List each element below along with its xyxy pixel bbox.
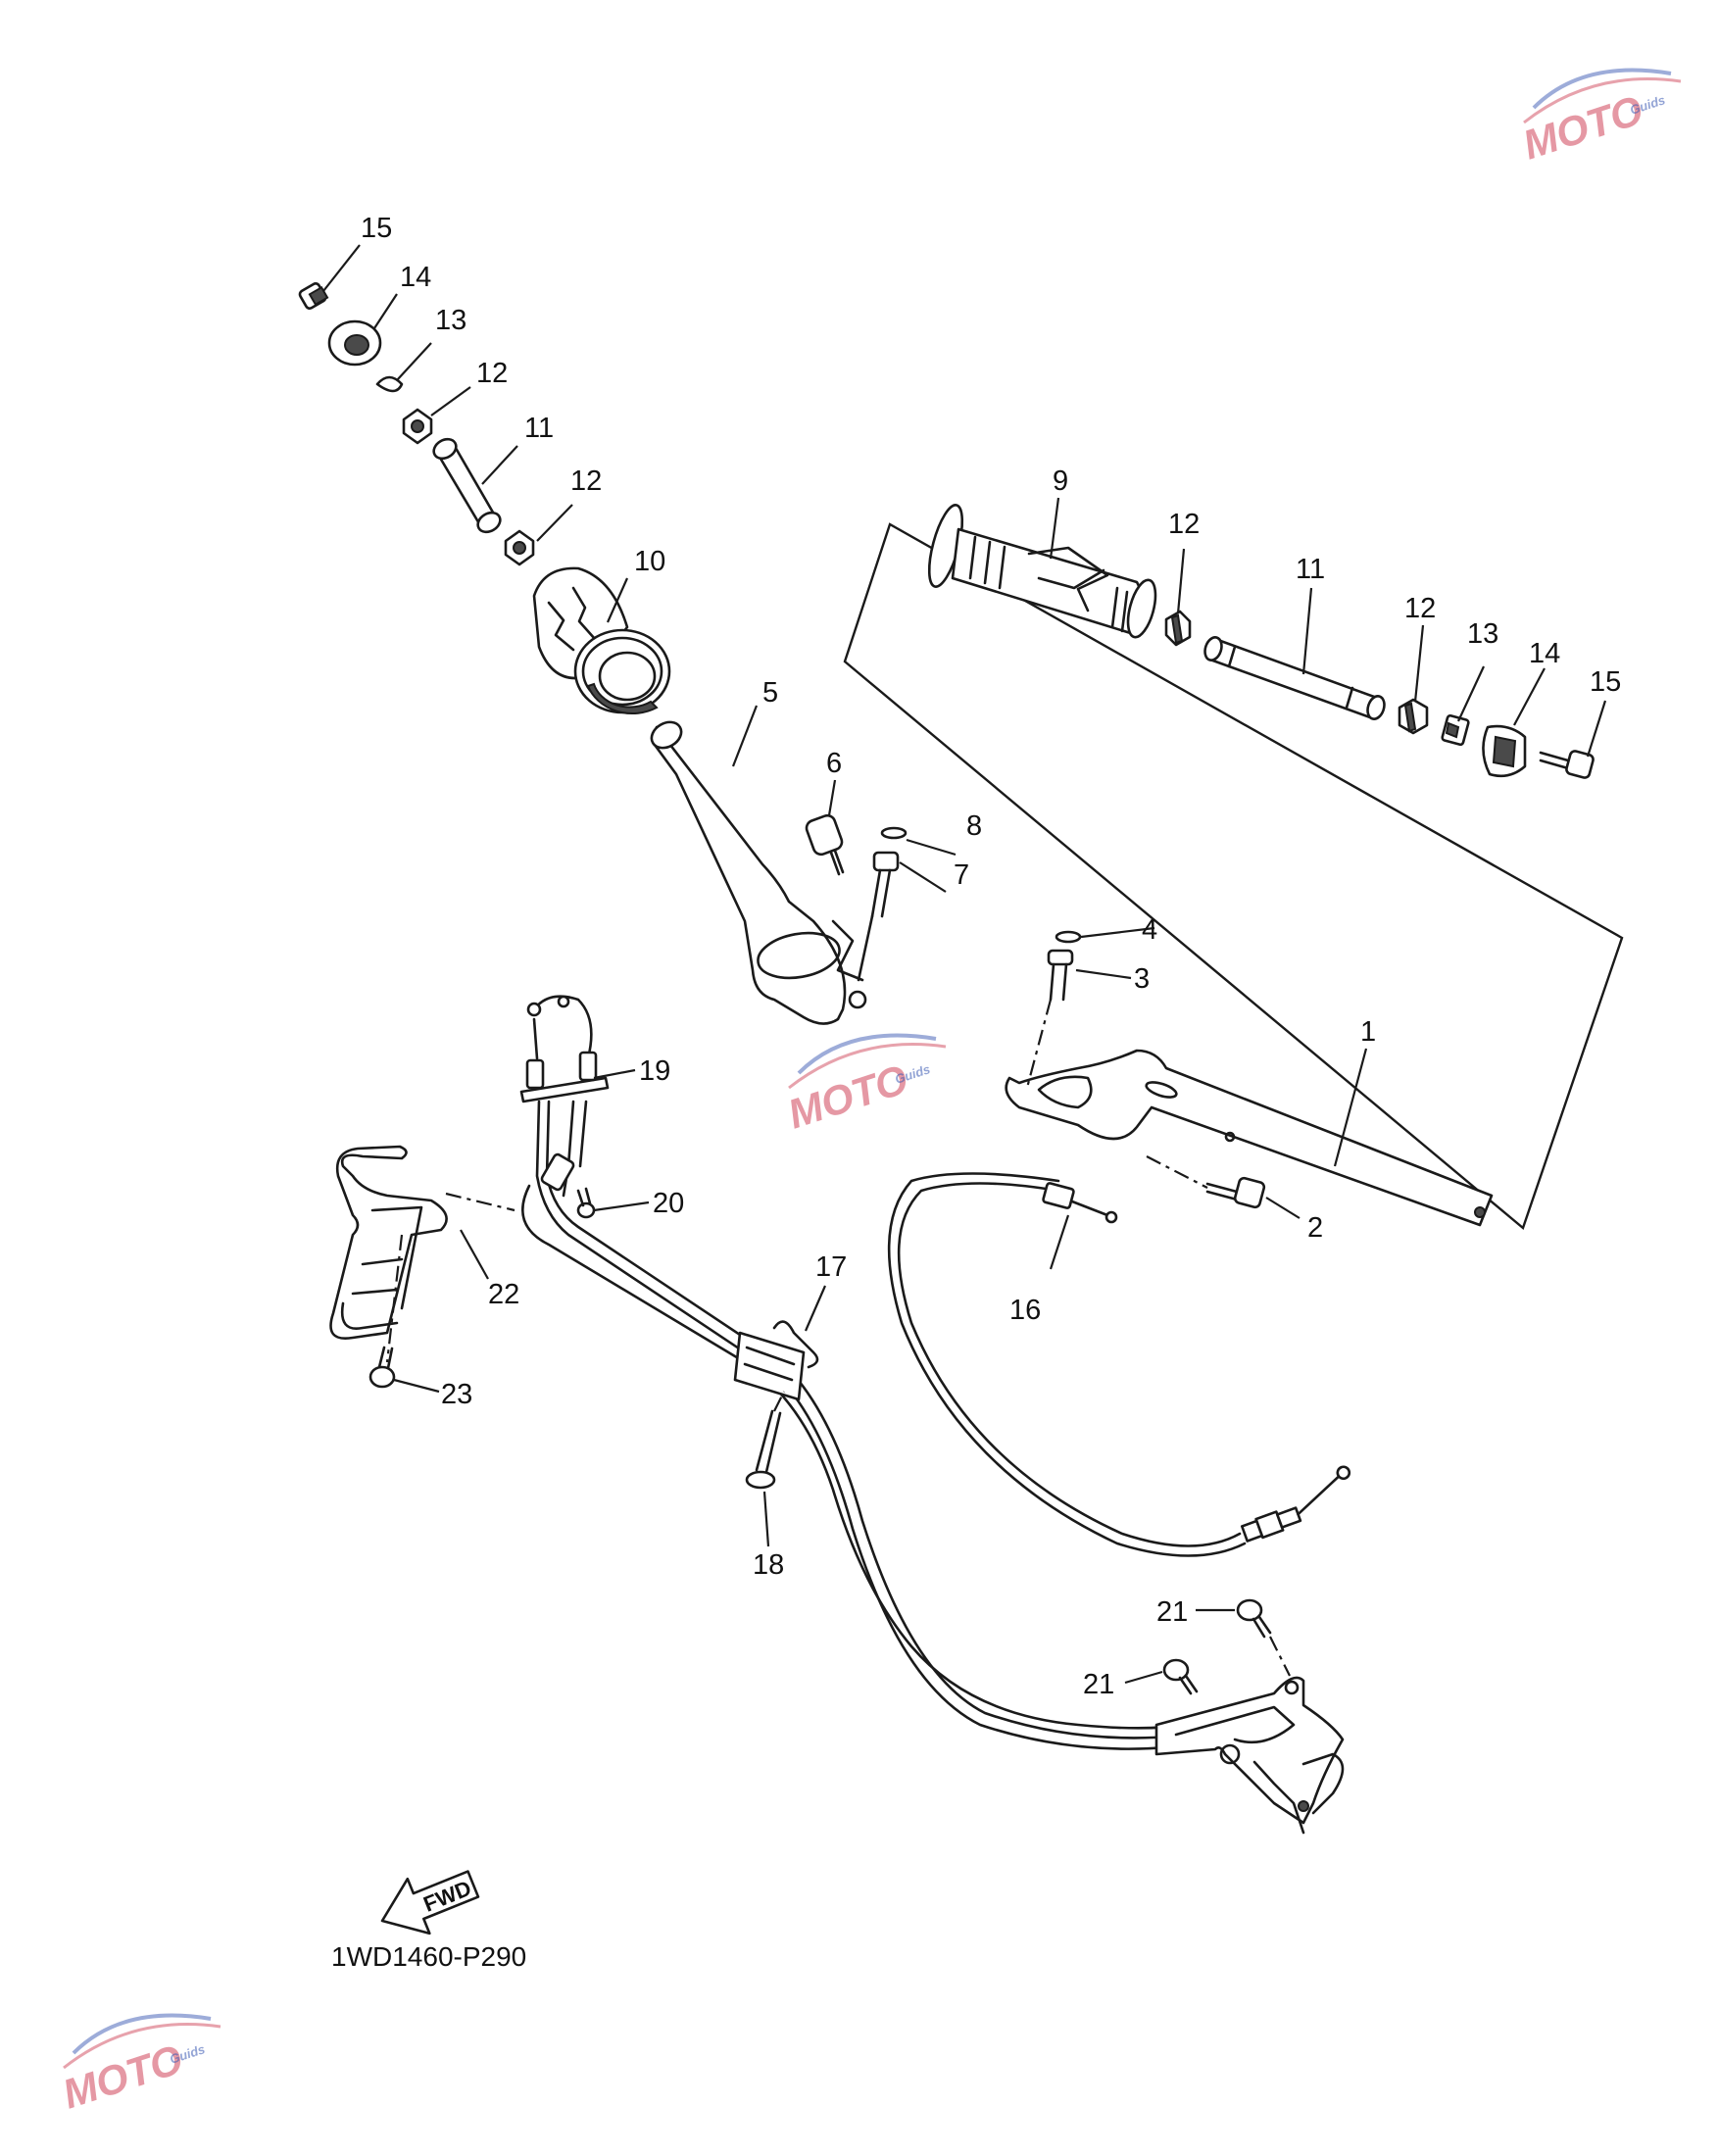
callout-21: 21: [1156, 1596, 1188, 1628]
callout-19: 19: [639, 1055, 670, 1087]
callout-10: 10: [634, 546, 665, 577]
bolt-7: [857, 851, 900, 982]
bolt-2: [1205, 1176, 1266, 1209]
callout-23: 23: [441, 1379, 472, 1410]
drawing-code: 1WD1460-P290: [331, 1941, 526, 1972]
callout-22: 22: [488, 1279, 519, 1310]
callout-15: 15: [1590, 666, 1621, 698]
bolt-3: [1047, 949, 1074, 1002]
callout-13: 13: [1467, 618, 1498, 650]
callout-14: 14: [1529, 638, 1560, 669]
bolt-15-right: [1539, 750, 1595, 779]
handlebar-5-left: [650, 720, 867, 1025]
callout-11: 11: [1296, 554, 1325, 585]
bolts-21: [1162, 1598, 1291, 1695]
cable-guide-17: [733, 1320, 819, 1401]
cable-assembly-19: [519, 995, 1227, 1750]
shaft-11-left: [432, 437, 502, 534]
shaft-11-right: [1203, 636, 1386, 720]
callout-3: 3: [1134, 963, 1150, 995]
clip-13-right: [1441, 713, 1470, 747]
inset-frame: [843, 522, 1624, 1231]
callout-4: 4: [1142, 914, 1157, 946]
nut-12-right-a: [1164, 610, 1192, 647]
washer-4: [1055, 930, 1082, 944]
callout-6: 6: [826, 748, 842, 779]
plug-6: [805, 813, 845, 876]
left-handle-assembly: [298, 282, 908, 1025]
bracket-switch-assembly: [1154, 1676, 1345, 1835]
svg-text:MOTO: MOTO: [1517, 86, 1648, 168]
callout-11: 11: [524, 413, 554, 444]
handlebar-1-right: [1005, 930, 1494, 1227]
callout-20: 20: [653, 1188, 684, 1219]
fwd-arrow-icon: FWD: [380, 1870, 480, 1936]
bolt-18: [745, 1391, 785, 1490]
bolt-23: [368, 1346, 396, 1389]
callout-15: 15: [361, 213, 392, 244]
end-weight-14-right: [1482, 724, 1527, 778]
nut-12-left-b: [504, 529, 535, 566]
callout-1: 1: [1360, 1016, 1376, 1048]
bolt-15-left: [298, 282, 329, 310]
leader-lines: [322, 244, 1607, 1685]
nut-12-right-b: [1398, 698, 1429, 735]
throttle-grip-10: [532, 566, 671, 714]
callout-17: 17: [815, 1251, 847, 1283]
callout-12: 12: [570, 466, 602, 497]
watermark-logo-top: MOTO Guids: [1517, 68, 1682, 169]
callout-5: 5: [762, 677, 778, 709]
washer-8: [880, 826, 908, 840]
callout-9: 9: [1053, 466, 1068, 497]
callout-2: 2: [1307, 1212, 1323, 1244]
callout-18: 18: [753, 1549, 784, 1581]
right-handle-inset: [843, 504, 1624, 1231]
callouts: 15 14 13 12 11 12 10 5 6 8 7 9 12 11 12 …: [361, 213, 1621, 1700]
watermark-logo-bottom: MOTO Guids: [57, 2013, 221, 2118]
end-weight-14-left: [327, 319, 382, 367]
watermark-logo-center: MOTO Guids: [782, 1033, 947, 1138]
throttle-cable-16: [887, 1172, 1351, 1557]
callout-8: 8: [966, 810, 982, 842]
bracket-22: [329, 1145, 515, 1363]
callout-14: 14: [400, 262, 431, 293]
callout-21: 21: [1083, 1669, 1114, 1700]
callout-7: 7: [954, 859, 969, 891]
callout-16: 16: [1009, 1295, 1041, 1326]
clip-13-left: [375, 375, 404, 393]
callout-12: 12: [1168, 509, 1200, 540]
nut-12-left-a: [402, 408, 433, 445]
callout-12: 12: [476, 358, 508, 389]
callout-13: 13: [435, 305, 466, 336]
bolt-20: [576, 1187, 596, 1219]
callout-12: 12: [1404, 593, 1436, 624]
grip-9: [927, 504, 1157, 639]
